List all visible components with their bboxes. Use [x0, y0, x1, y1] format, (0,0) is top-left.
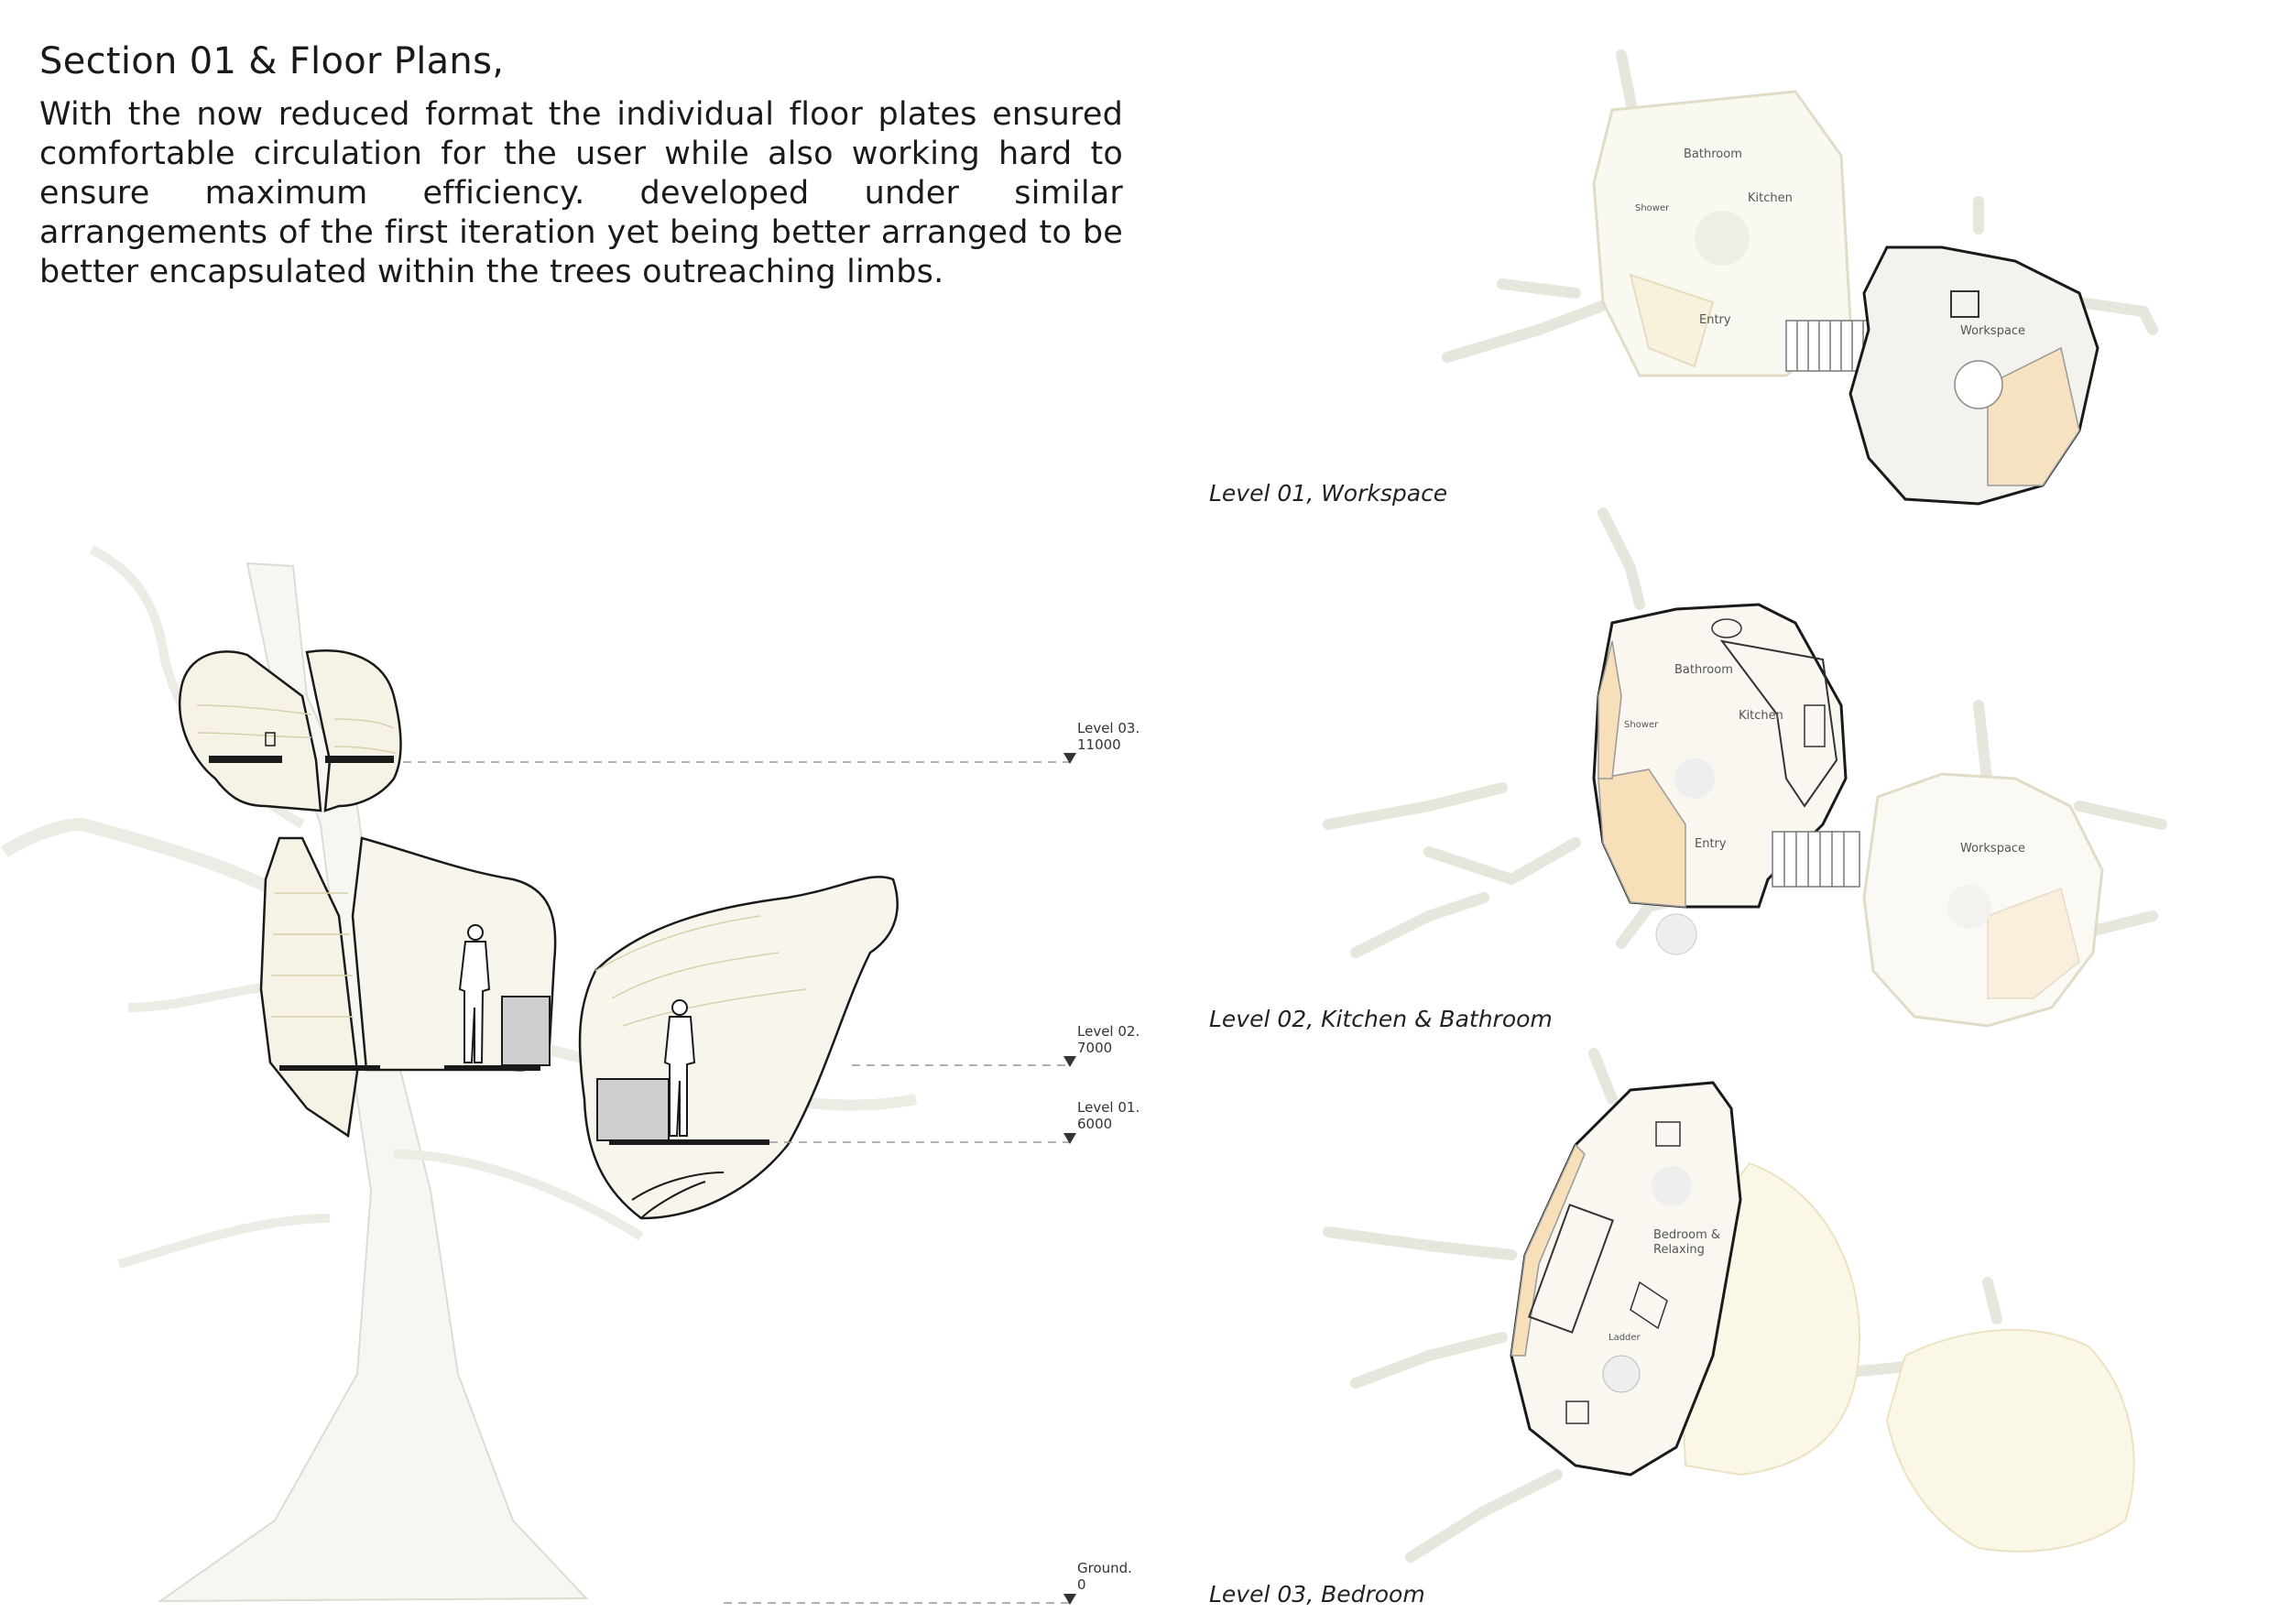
bed-icon [1527, 1204, 1615, 1334]
description-text: With the now reduced format the individu… [39, 96, 1123, 290]
level-03-value: 11000 [1077, 736, 1121, 753]
level-markers [1063, 753, 1076, 1605]
caption-level-01: Level 01, Workspace [1209, 480, 1448, 507]
level-01-value: 6000 [1077, 1116, 1112, 1132]
caption-level-02: Level 02, Kitchen & Bathroom [1209, 1006, 1553, 1032]
plan-3-canopies [1674, 1161, 2135, 1553]
plan-2-room-kitchen: Kitchen [1739, 709, 1783, 723]
level-lines [403, 761, 1070, 1604]
plan-level-02: Bathroom Kitchen Shower Entry Workspace [1323, 507, 2167, 1028]
level-02-value: 7000 [1077, 1040, 1112, 1056]
section-drawing: Level 03. 11000 Level 02. 7000 Level 01.… [1, 545, 1140, 1605]
plan-level-03: Bedroom & Relaxing Ladder [1323, 1048, 2135, 1563]
plan-1-room-workspace: Workspace [1960, 324, 2025, 338]
plan-1-room-entry: Entry [1699, 313, 1731, 327]
plan-1-room-shower: Shower [1635, 203, 1670, 213]
pod-level-01 [578, 876, 899, 1220]
plan-1-room-kitchen: Kitchen [1748, 191, 1793, 205]
level-03-label: Level 03. [1077, 720, 1140, 736]
plan-level-01: Bathroom Kitchen Shower Entry Workspace [1442, 49, 2158, 506]
page-title: Section 01 & Floor Plans, [39, 40, 505, 82]
pod-level-02 [259, 836, 557, 1139]
plan-2-branches [1323, 507, 2167, 958]
human-figure-left [458, 924, 491, 1063]
ground-value: 0 [1077, 1576, 1086, 1593]
pod-level-03 [179, 649, 402, 812]
caption-level-03: Level 03, Bedroom [1209, 1581, 1425, 1608]
level-02-label: Level 02. [1077, 1023, 1140, 1040]
plan-2-room-shower: Shower [1624, 720, 1659, 730]
ground-label: Ground. [1077, 1560, 1132, 1576]
human-figure-right [663, 999, 696, 1137]
plan-2-room-workspace: Workspace [1960, 842, 2025, 856]
level-01-label: Level 01. [1077, 1099, 1140, 1116]
plan-2-stairs [1772, 831, 1860, 888]
plan-2-room-bathroom: Bathroom [1674, 663, 1733, 677]
plan-1-room-bathroom: Bathroom [1684, 147, 1742, 161]
plan-3-room-relaxing: Relaxing [1653, 1243, 1705, 1257]
plan-2-room-entry: Entry [1695, 837, 1727, 851]
plan-3-room-ladder: Ladder [1608, 1333, 1641, 1343]
plan-3-room-bedroom: Bedroom & [1653, 1228, 1720, 1242]
